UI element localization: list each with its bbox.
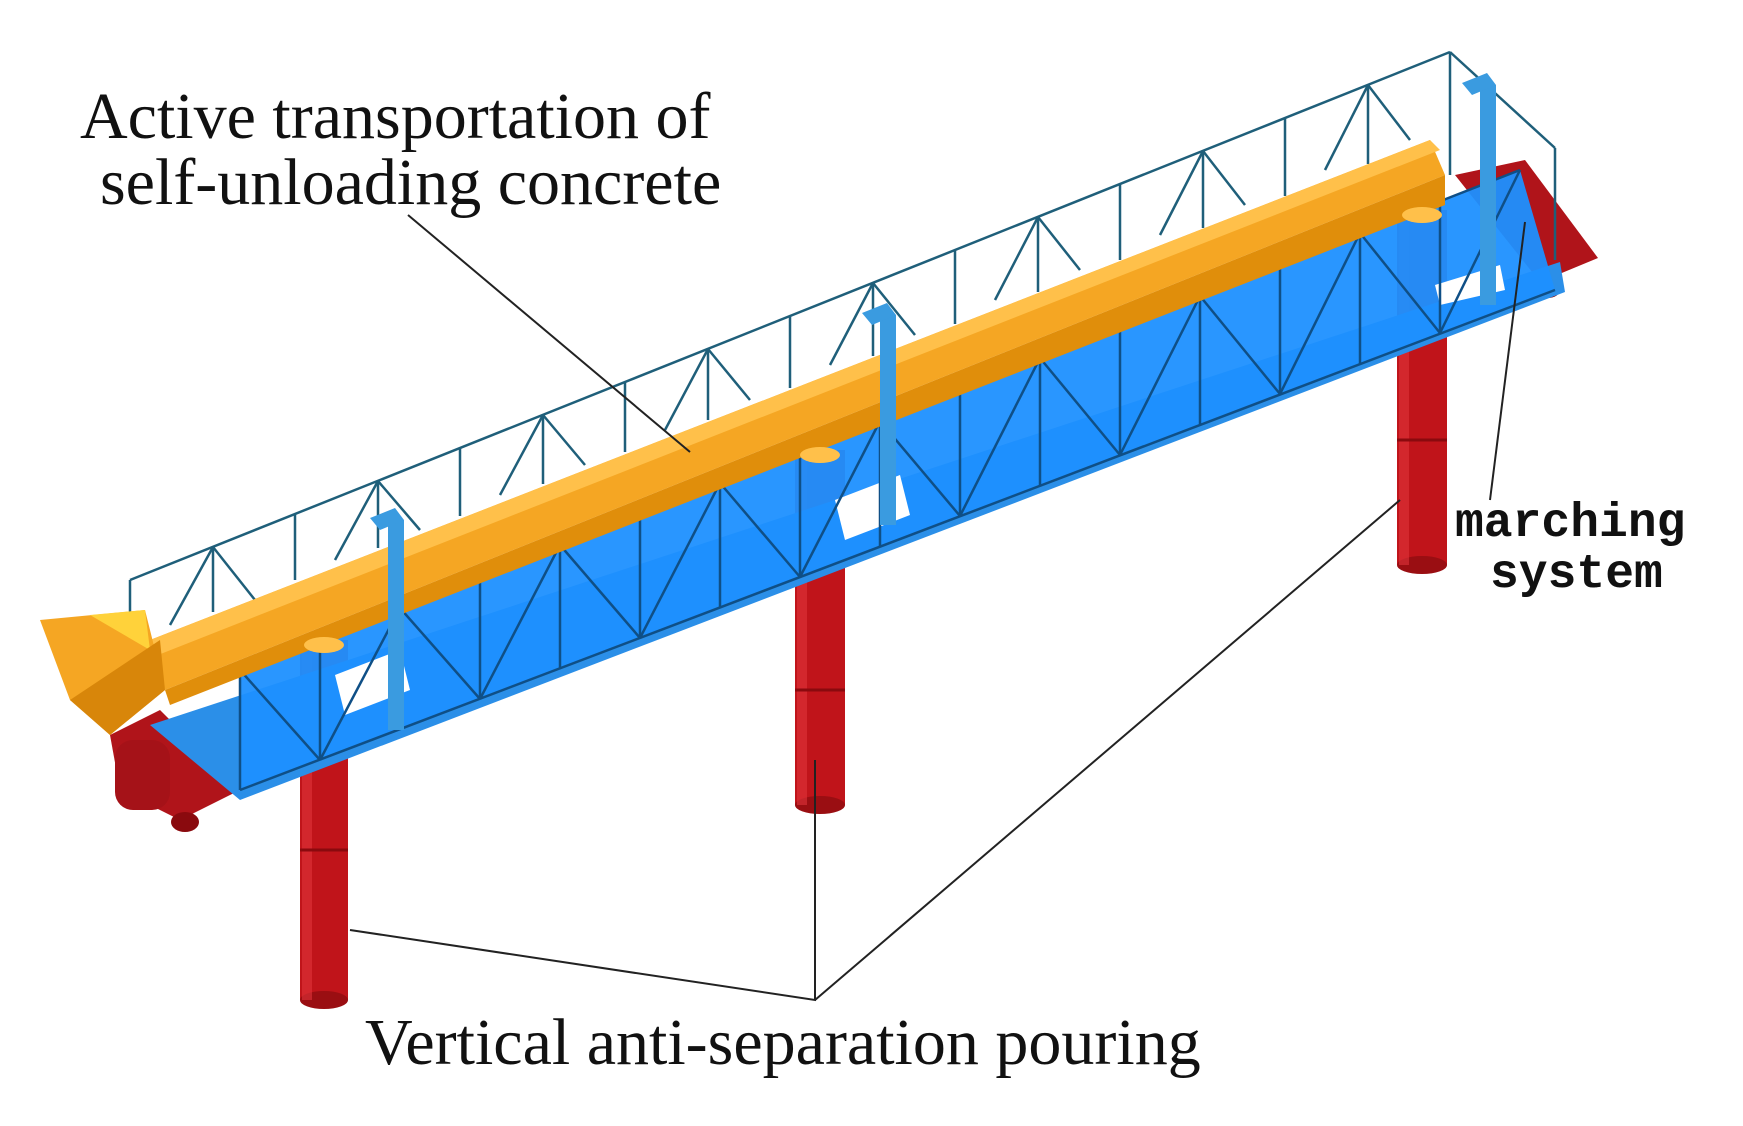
conveyor-label-line2: self-unloading concrete xyxy=(100,146,722,219)
pouring-pipe-2 xyxy=(880,315,896,525)
pouring-pipe-3 xyxy=(1480,85,1496,305)
marching-system-label-line1: marching xyxy=(1455,497,1686,551)
marching-leader-line xyxy=(1489,221,1526,501)
conveyor-leader-line xyxy=(407,214,691,453)
pouring-leader-line-left xyxy=(349,760,816,1002)
upper-truss-frame xyxy=(128,50,1557,626)
marching-system-label-line2: system xyxy=(1490,548,1663,602)
pouring-pipe-1 xyxy=(388,520,404,730)
leader-lines xyxy=(349,214,1526,1002)
pouring-leader-line-right xyxy=(814,499,1401,1001)
conveyor-label-line1: Active transportation of xyxy=(80,80,711,153)
pouring-pipes xyxy=(370,73,1496,730)
pouring-label: Vertical anti-separation pouring xyxy=(365,1006,1201,1079)
blue-deck-girder xyxy=(150,168,1565,800)
orange-conveyor-trough xyxy=(40,140,1445,735)
